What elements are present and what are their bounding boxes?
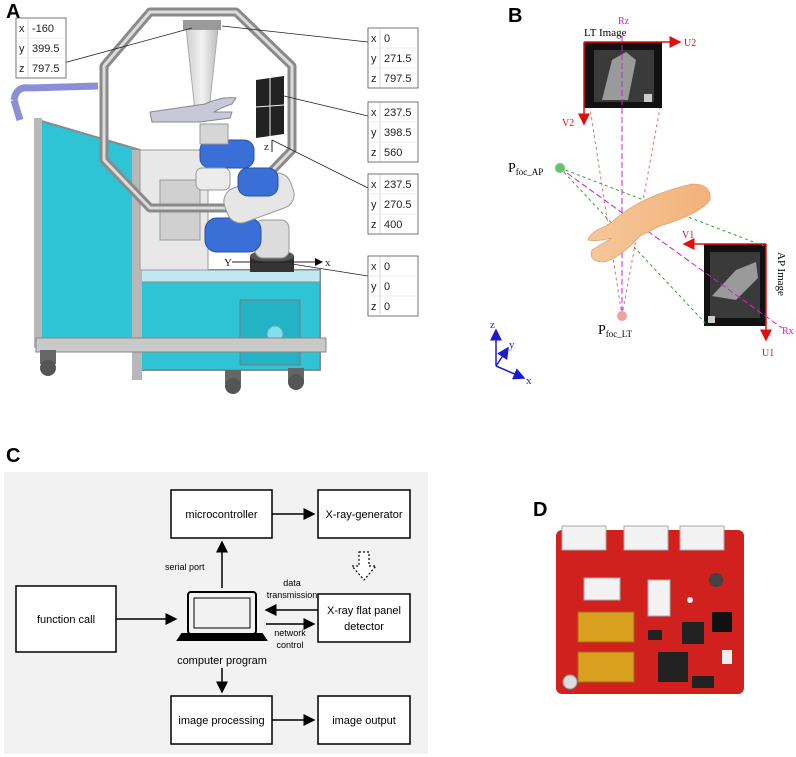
panel-b: B LT Image U2 V2 Rz AP Image V1 U1 Rx: [490, 5, 794, 387]
lt-image-label: LT Image: [584, 27, 627, 39]
lt-image: LT Image: [584, 27, 662, 108]
transmission-label: transmission: [267, 590, 318, 600]
detector-label-2: detector: [344, 621, 384, 633]
coord-axis-y-4: y: [371, 199, 377, 211]
coord-axis-x-4: x: [371, 179, 377, 191]
coord-box-4: x 237.5 y 270.5 z 400: [367, 173, 419, 235]
pfoc-lt-label: Pfoc_LT: [598, 323, 632, 339]
coord-value-z-2: 797.5: [384, 73, 412, 85]
coord-axis-z-1: z: [19, 63, 25, 75]
dashed-arrow: [350, 551, 378, 581]
coord-axis-y-1: y: [19, 43, 25, 55]
v2-label: V2: [562, 118, 574, 129]
v1-label: V1: [682, 230, 694, 241]
microcontroller-label: microcontroller: [185, 509, 257, 521]
coord-box-1: x -160 y 399.5 z 797.5: [15, 17, 67, 79]
data-label: data: [283, 578, 301, 588]
coord-value-x-2: 0: [384, 33, 390, 45]
world-y-label: y: [509, 339, 515, 351]
robot-z-label: z: [264, 141, 269, 153]
coord-value-y-5: 0: [384, 281, 390, 293]
image-output-box: [317, 695, 411, 745]
xray-generator-box: [317, 489, 411, 539]
cabinet: [10, 82, 327, 394]
coord-value-x-1: -160: [32, 23, 54, 35]
coord-axis-x-2: x: [371, 33, 377, 45]
detector-box: [317, 593, 411, 643]
function-call-label: function call: [37, 614, 95, 626]
hand-model: [149, 97, 237, 123]
panel-d: D: [533, 499, 744, 694]
xray-generator-label: X-ray-generator: [325, 509, 402, 521]
panel-d-letter: D: [533, 499, 547, 521]
coord-value-z-3: 560: [384, 147, 402, 159]
coord-box-3: x 237.5 y 398.5 z 560: [367, 101, 419, 163]
image-processing-label: image processing: [178, 715, 264, 727]
leader-lines: [59, 25, 369, 277]
coord-axis-y-2: y: [371, 53, 377, 65]
image-output-label: image output: [332, 715, 396, 727]
pcb-board: [556, 525, 744, 694]
ap-image: AP Image: [704, 244, 787, 326]
rx-label: Rx: [782, 326, 794, 337]
world-z-label: z: [490, 319, 495, 331]
coord-value-x-5: 0: [384, 261, 390, 273]
coord-value-z-5: 0: [384, 301, 390, 313]
coord-value-x-4: 237.5: [384, 179, 412, 191]
coord-axis-z-5: z: [371, 301, 377, 313]
ap-image-label: AP Image: [775, 252, 787, 296]
serial-port-label: serial port: [165, 562, 205, 572]
pfoc-ap-point: [555, 163, 565, 173]
coord-axis-z-3: z: [371, 147, 377, 159]
panel-c: C microcontroller X-ray-generator functi…: [4, 445, 428, 754]
robot-arm: [195, 123, 295, 272]
coord-axis-y-3: y: [371, 127, 377, 139]
robot-axes: x Y z: [224, 140, 331, 269]
forearm-model: [587, 183, 711, 263]
detector-label-1: X-ray flat panel: [327, 605, 401, 617]
function-call-box: [15, 585, 117, 653]
world-axes: z x y: [490, 319, 532, 387]
robot-x-label: x: [325, 257, 331, 269]
coord-axis-y-5: y: [371, 281, 377, 293]
coord-axis-x-1: x: [19, 23, 25, 35]
u2-label: U2: [684, 38, 696, 49]
u1-label: U1: [762, 348, 774, 359]
flat-panel-detector: [255, 76, 285, 138]
robot-y-label: Y: [224, 257, 232, 269]
panel-a-letter: A: [6, 1, 20, 23]
coord-axis-z-2: z: [371, 73, 377, 85]
coord-value-y-4: 270.5: [384, 199, 412, 211]
microcontroller-box: [170, 489, 273, 539]
panel-b-letter: B: [508, 5, 522, 27]
coord-axis-x-3: x: [371, 107, 377, 119]
pfoc-ap-label: Pfoc_AP: [508, 161, 543, 177]
network-label: network: [274, 628, 306, 638]
panel-c-letter: C: [6, 445, 20, 467]
coord-value-z-1: 797.5: [32, 63, 60, 75]
flow-arrows: [116, 508, 318, 726]
rz-label: Rz: [618, 16, 630, 27]
coord-axis-x-5: x: [371, 261, 377, 273]
coord-axis-z-4: z: [371, 219, 377, 231]
coord-value-y-1: 399.5: [32, 43, 60, 55]
laptop-icon: [176, 591, 268, 641]
world-x-label: x: [526, 375, 532, 387]
coord-value-z-4: 400: [384, 219, 402, 231]
coord-value-y-2: 271.5: [384, 53, 412, 65]
control-label: control: [276, 640, 303, 650]
coord-value-x-3: 237.5: [384, 107, 412, 119]
pfoc-lt-point: [617, 311, 627, 321]
panel-a: A: [6, 1, 419, 394]
coord-value-y-3: 398.5: [384, 127, 412, 139]
computer-program-label: computer program: [177, 655, 267, 667]
